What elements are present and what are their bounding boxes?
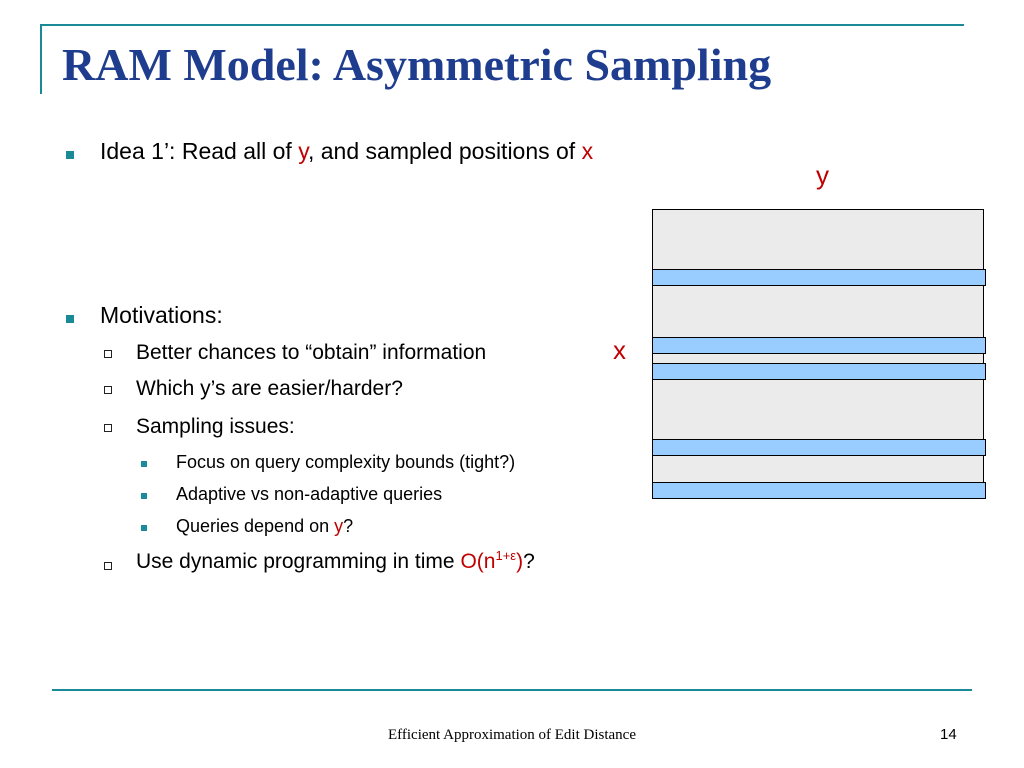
slide-title: RAM Model: Asymmetric Sampling xyxy=(62,39,772,90)
sampling-issue-item: Focus on query complexity bounds (tight?… xyxy=(176,452,516,472)
idea-x: x xyxy=(581,138,594,164)
bullet-square-icon xyxy=(141,461,147,467)
idea-middle: , and sampled positions of xyxy=(307,138,582,164)
footer-text: Efficient Approximation of Edit Distance xyxy=(388,727,636,743)
sampling-issue-item: Adaptive vs non-adaptive queries xyxy=(176,484,443,504)
sampled-position-band xyxy=(652,363,986,380)
idea-y: y xyxy=(298,138,308,164)
idea-bullet: Idea 1’: Read all of y, and sampled posi… xyxy=(100,138,593,165)
motivation-item: Better chances to “obtain” information xyxy=(136,341,487,364)
hollow-square-bullet-icon xyxy=(104,424,112,432)
dp-complexity: O(n1+ε) xyxy=(460,548,524,573)
motivations-label: Motivations: xyxy=(100,302,223,328)
dp-exponent: 1+ε xyxy=(495,548,517,563)
top-frame-line xyxy=(40,24,964,26)
sampled-position-band xyxy=(652,337,986,354)
dp-big-o: O(n xyxy=(460,550,496,573)
bullet-square-icon xyxy=(66,315,74,323)
bullet-square-icon xyxy=(141,493,147,499)
sampled-position-band xyxy=(652,269,986,286)
idea-prefix: Idea 1’: Read all of xyxy=(100,138,299,164)
bullet-square-icon xyxy=(141,525,147,531)
sampled-position-band xyxy=(652,439,986,456)
bullet-square-icon xyxy=(66,151,74,159)
y-string-label: y xyxy=(816,160,829,190)
footer-line xyxy=(52,689,972,691)
page-number: 14 xyxy=(940,726,957,743)
hollow-square-bullet-icon xyxy=(104,350,112,358)
dynamic-programming-item: Use dynamic programming in time O(n1+ε)? xyxy=(136,548,535,574)
queries-depend-y: y xyxy=(334,516,344,536)
queries-depend-prefix: Queries depend on xyxy=(176,516,335,536)
queries-depend-suffix: ? xyxy=(343,516,354,536)
motivation-item: Which y’s are easier/harder? xyxy=(136,377,403,400)
hollow-square-bullet-icon xyxy=(104,386,112,394)
sampled-position-band xyxy=(652,482,986,499)
dp-close-paren: ) xyxy=(516,550,524,573)
motivation-item: Sampling issues: xyxy=(136,415,295,438)
left-frame-line xyxy=(40,24,42,94)
x-string-label: x xyxy=(613,335,626,365)
hollow-square-bullet-icon xyxy=(104,562,112,570)
dp-prefix: Use dynamic programming in time xyxy=(136,550,461,573)
dp-suffix: ? xyxy=(523,550,535,573)
sampling-issue-item: Queries depend on y? xyxy=(176,516,353,537)
